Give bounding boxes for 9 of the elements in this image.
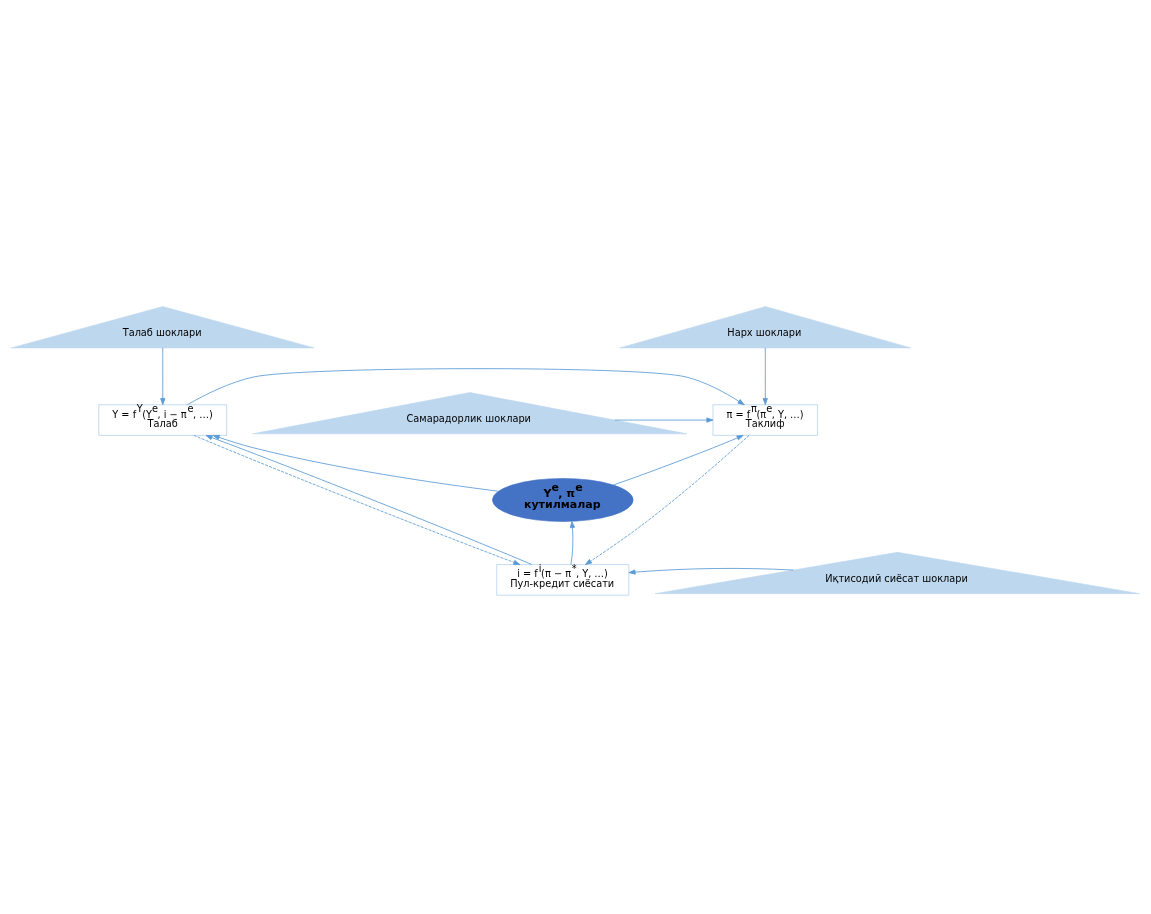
arrow	[614, 417, 714, 423]
arrow	[762, 347, 768, 406]
arrow	[212, 434, 499, 492]
arrow	[186, 368, 745, 406]
arrow	[628, 567, 794, 575]
arrow	[160, 347, 166, 406]
arrow	[585, 435, 750, 565]
arrow	[613, 435, 744, 486]
arrow	[569, 521, 575, 565]
